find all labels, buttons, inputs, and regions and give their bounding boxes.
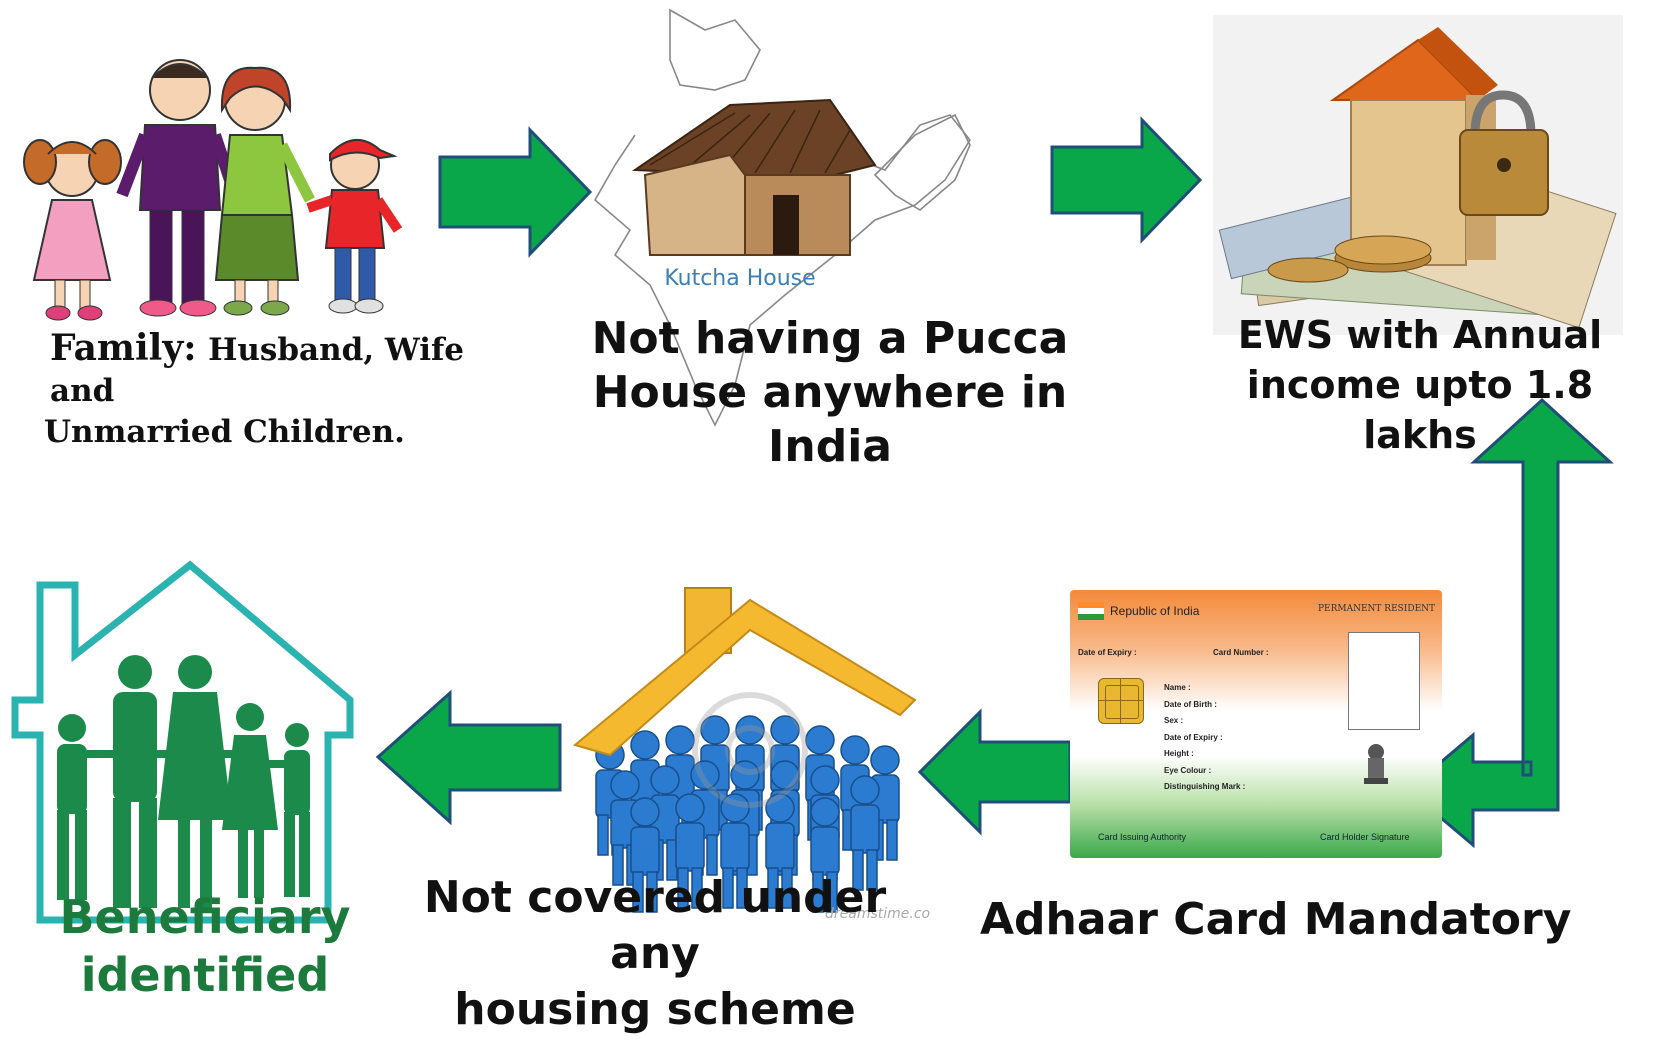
ews-money-house-illustration xyxy=(1213,15,1623,335)
father-figure xyxy=(116,59,241,317)
card-field-label: Height : xyxy=(1164,749,1194,758)
adhaar-card: Republic of India PERMANENT RESIDENT Dat… xyxy=(1070,590,1442,858)
card-field-label: Date of Expiry : xyxy=(1164,732,1223,742)
ews-label-line2: income upto 1.8 lakhs xyxy=(1246,363,1594,457)
thatched-roof xyxy=(631,98,877,176)
photo-box xyxy=(1348,632,1420,730)
card-country: Republic of India xyxy=(1110,604,1200,618)
family-label: Family: Husband, Wife and Unmarried Chil… xyxy=(44,327,520,452)
person-figure xyxy=(765,793,795,909)
housing-label-line2: housing scheme xyxy=(454,984,856,1035)
chip-icon xyxy=(1098,678,1144,724)
card-field-label: Distinguishing Mark : xyxy=(1164,782,1246,791)
watermark-text: dreamstime.com xyxy=(825,906,930,920)
family-label-line2: Unmarried Children. xyxy=(44,414,405,450)
mother-figure xyxy=(214,66,315,316)
person-figure xyxy=(720,793,750,909)
beneficiary-label: Beneficiary identified xyxy=(35,888,375,1004)
india-map-kutcha-house: Kutcha House xyxy=(593,8,971,427)
card-type: PERMANENT RESIDENT xyxy=(1318,604,1436,614)
housing-label: Not covered under any housing scheme xyxy=(385,870,925,1038)
person-figure xyxy=(850,775,880,891)
ews-label-line1: EWS with Annual xyxy=(1237,313,1603,357)
girl-figure xyxy=(23,139,122,321)
housing-label-line1: Not covered under any xyxy=(423,872,887,979)
watermark-logo-icon xyxy=(692,692,808,808)
kutcha-label-line1: Not having a Pucca xyxy=(591,313,1069,364)
people-under-roof-illustration: dreamstime.com xyxy=(572,587,930,920)
national-emblem-icon xyxy=(1364,744,1388,784)
yellow-roof xyxy=(572,598,917,757)
card-field-label: Sex : xyxy=(1164,716,1184,725)
card-authority-label: Card Issuing Authority xyxy=(1098,832,1187,842)
india-map-outline xyxy=(593,8,971,427)
adhaar-label: Adhaar Card Mandatory xyxy=(980,894,1572,945)
boy-figure xyxy=(306,139,403,314)
ews-label: EWS with Annual income upto 1.8 lakhs xyxy=(1200,310,1640,460)
card-field-label: Date of Birth : xyxy=(1164,699,1217,709)
family-label-line1: Husband, Wife and xyxy=(50,332,465,409)
family-illustration xyxy=(23,59,403,321)
kutcha-label: Not having a Pucca House anywhere in Ind… xyxy=(540,312,1120,474)
padlock xyxy=(1459,90,1549,216)
kutcha-label-line2: House anywhere in India xyxy=(592,367,1068,472)
arrow-adhaar-to-housing xyxy=(917,708,1072,836)
india-flag-icon xyxy=(1078,602,1104,620)
hut-door xyxy=(773,195,799,255)
person-figure xyxy=(675,793,705,909)
kutcha-caption: Kutcha House xyxy=(664,266,815,291)
beneficiary-label-line2: identified xyxy=(80,948,330,1002)
card-number-label: Card Number : xyxy=(1213,648,1269,657)
card-expiry-label: Date of Expiry : xyxy=(1078,648,1137,657)
person-figure xyxy=(630,797,660,913)
arrow-family-to-kutcha xyxy=(438,126,593,258)
family-label-lead: Family: xyxy=(50,327,197,369)
card-field-label: Eye Colour : xyxy=(1164,765,1212,775)
beneficiary-house-icon xyxy=(11,560,354,924)
coins xyxy=(1267,235,1432,283)
crowd-of-people xyxy=(595,715,900,913)
family-silhouette-icon xyxy=(57,655,310,908)
arrow-kutcha-to-ews xyxy=(1050,116,1203,244)
arrow-housing-to-beneficiary xyxy=(375,689,562,826)
beneficiary-label-line1: Beneficiary xyxy=(59,890,351,944)
card-signature-label: Card Holder Signature xyxy=(1320,832,1410,842)
card-fields: Name : Date of Birth : Sex : Date of Expiry… xyxy=(1164,680,1245,796)
card-field-label: Name : xyxy=(1164,683,1191,692)
person-figure xyxy=(810,797,840,913)
